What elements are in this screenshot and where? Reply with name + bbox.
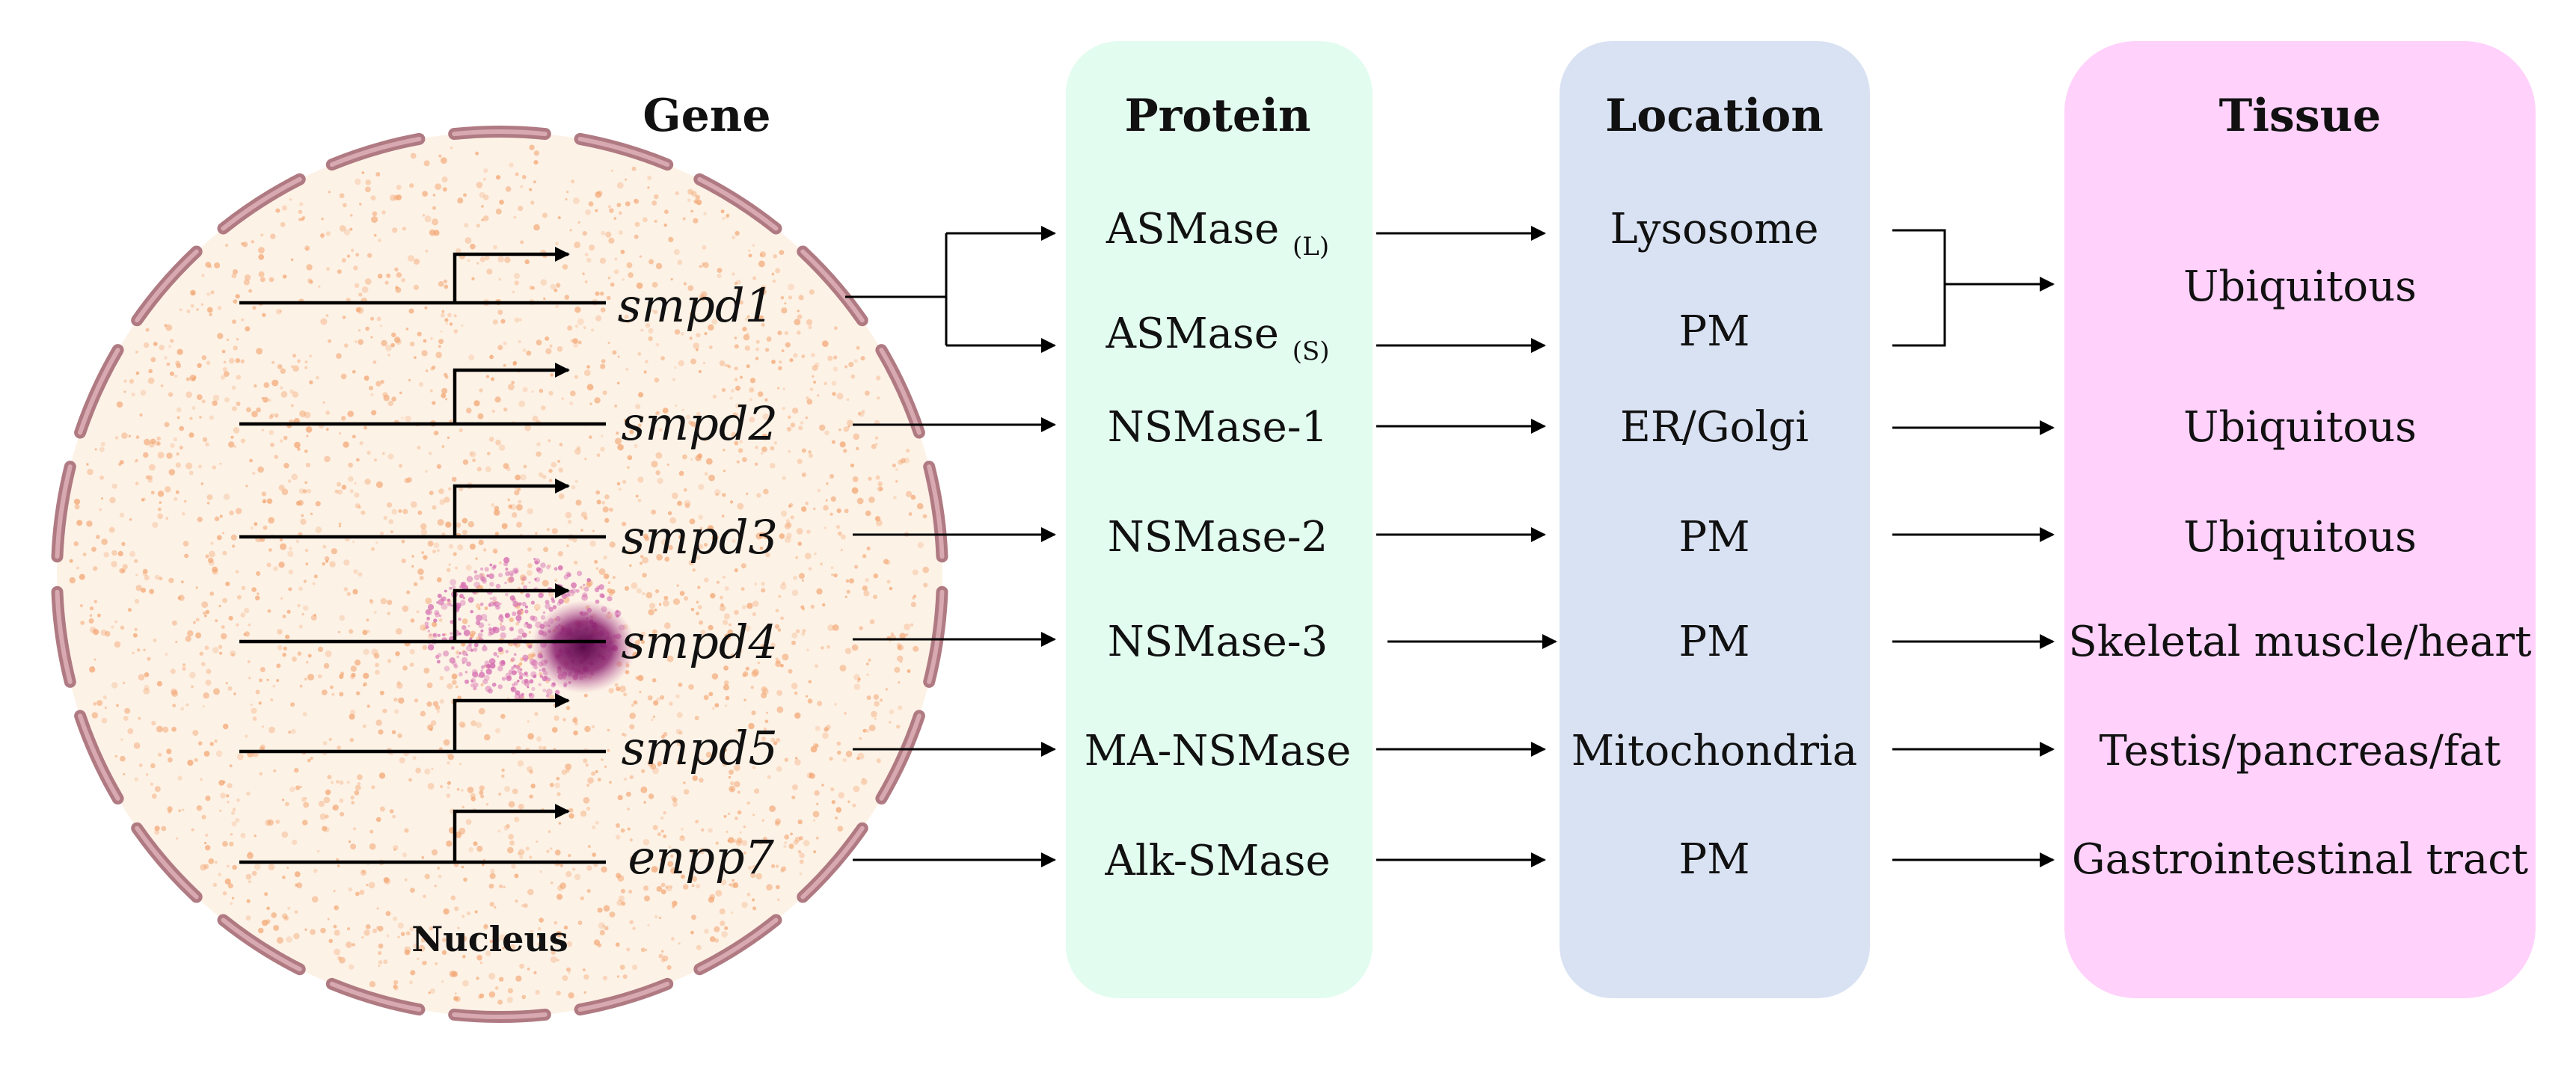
protein-name: ASMase — [1105, 310, 1292, 358]
protein-alk-smase: Alk-SMase — [1104, 837, 1330, 885]
protein-location-arrows — [1376, 226, 1557, 867]
protein-ma-nsmase: MA-NSMase — [1085, 727, 1352, 775]
gene-smpd4: smpd4 — [239, 591, 778, 669]
location-mitochondria: Mitochondria — [1571, 727, 1858, 775]
location-list: Lysosome PM ER/Golgi PM PM Mitochondria … — [1571, 205, 1858, 884]
location-er-golgi: ER/Golgi — [1620, 403, 1809, 452]
nuclear-envelope — [51, 126, 948, 1023]
nucleus-label: Nucleus — [411, 919, 568, 959]
tissue-ubiquitous: Ubiquitous — [2183, 513, 2417, 562]
gene-label: smpd2 — [622, 396, 778, 451]
location-panel — [1560, 41, 1870, 998]
protein-subscript: (S) — [1292, 336, 1330, 366]
gene-header: Gene — [643, 90, 770, 142]
tissue-gastrointestinal-tract: Gastrointestinal tract — [2072, 835, 2529, 884]
protein-asmase-l: ASMase (L) — [1105, 205, 1329, 262]
tissue-skeletal-muscle-heart: Skeletal muscle/heart — [2068, 618, 2532, 666]
lysosome-pm-bracket — [1892, 229, 1946, 347]
protein-name: ASMase — [1105, 205, 1292, 253]
tissue-panel — [2064, 41, 2536, 998]
location-pm: PM — [1678, 618, 1749, 666]
gene-smpd1: smpd1 — [239, 254, 774, 333]
smpd1-branch-connector — [845, 233, 948, 345]
protein-header: Protein — [1124, 90, 1310, 142]
gene-label: smpd1 — [618, 278, 774, 333]
protein-subscript: (L) — [1292, 232, 1329, 262]
nucleus — [51, 126, 948, 1023]
tissue-header: Tissue — [2219, 90, 2382, 142]
gene-smpd3: smpd3 — [239, 486, 778, 565]
location-lysosome: Lysosome — [1610, 205, 1819, 253]
tissue-ubiquitous: Ubiquitous — [2183, 403, 2417, 452]
gene-label: smpd5 — [622, 721, 778, 775]
gene-label: smpd3 — [622, 510, 778, 565]
gene-list: smpd1 smpd2 smpd3 smpd4 smpd5 enpp7 — [239, 254, 778, 885]
protein-list: ASMase (L) ASMase (S) NSMase-1 NSMase-2 … — [1085, 205, 1352, 885]
location-tissue-arrows — [1892, 229, 2055, 867]
tissue-testis-pancreas-fat: Testis/pancreas/fat — [2099, 727, 2501, 775]
gene-label: enpp7 — [628, 830, 775, 885]
tissue-ubiquitous: Ubiquitous — [2183, 262, 2417, 311]
gene-label: smpd4 — [622, 615, 778, 669]
gene-protein-arrows — [845, 226, 1056, 867]
gene-smpd2: smpd2 — [239, 370, 778, 451]
location-header: Location — [1605, 90, 1824, 142]
location-pm: PM — [1678, 307, 1749, 356]
protein-nsmase-2: NSMase-2 — [1108, 513, 1328, 562]
protein-asmase-s: ASMase (S) — [1105, 310, 1329, 366]
gene-smpd5: smpd5 — [239, 701, 778, 775]
tissue-list: Ubiquitous Ubiquitous Ubiquitous Skeleta… — [2068, 262, 2532, 884]
protein-nsmase-1: NSMase-1 — [1108, 403, 1328, 452]
protein-nsmase-3: NSMase-3 — [1108, 618, 1328, 666]
protein-panel — [1066, 41, 1373, 998]
gene-enpp7: enpp7 — [239, 811, 775, 885]
location-pm: PM — [1678, 513, 1749, 562]
location-pm: PM — [1678, 835, 1749, 884]
